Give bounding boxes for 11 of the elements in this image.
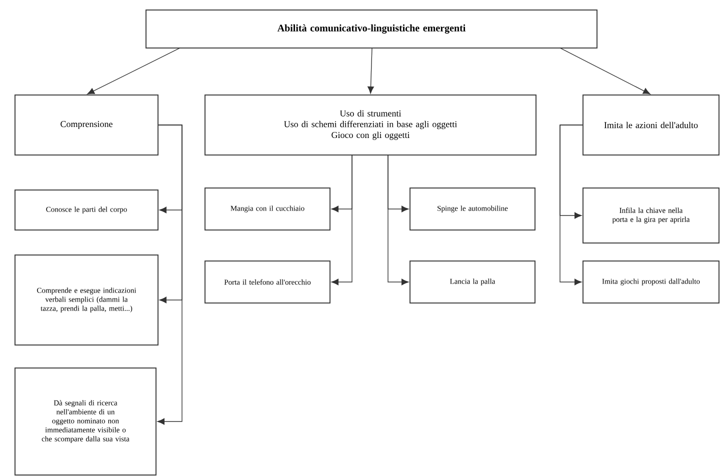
arrow bbox=[331, 154, 352, 286]
title-box: Abilità comunicativo-linguistiche emergenti bbox=[146, 10, 598, 48]
arrow bbox=[87, 48, 180, 94]
arrow bbox=[560, 48, 650, 94]
category-box: Uso di strumenti Uso di schemi differenziati in base agli oggetti Gioco con gli oggetti bbox=[204, 94, 536, 156]
arrow bbox=[560, 124, 583, 286]
arrow bbox=[368, 48, 374, 94]
category-box: Imita le azioni dell'adulto bbox=[582, 94, 720, 156]
arrow bbox=[388, 154, 409, 286]
category-box: Comprensione bbox=[14, 94, 158, 156]
arrow bbox=[157, 124, 182, 425]
